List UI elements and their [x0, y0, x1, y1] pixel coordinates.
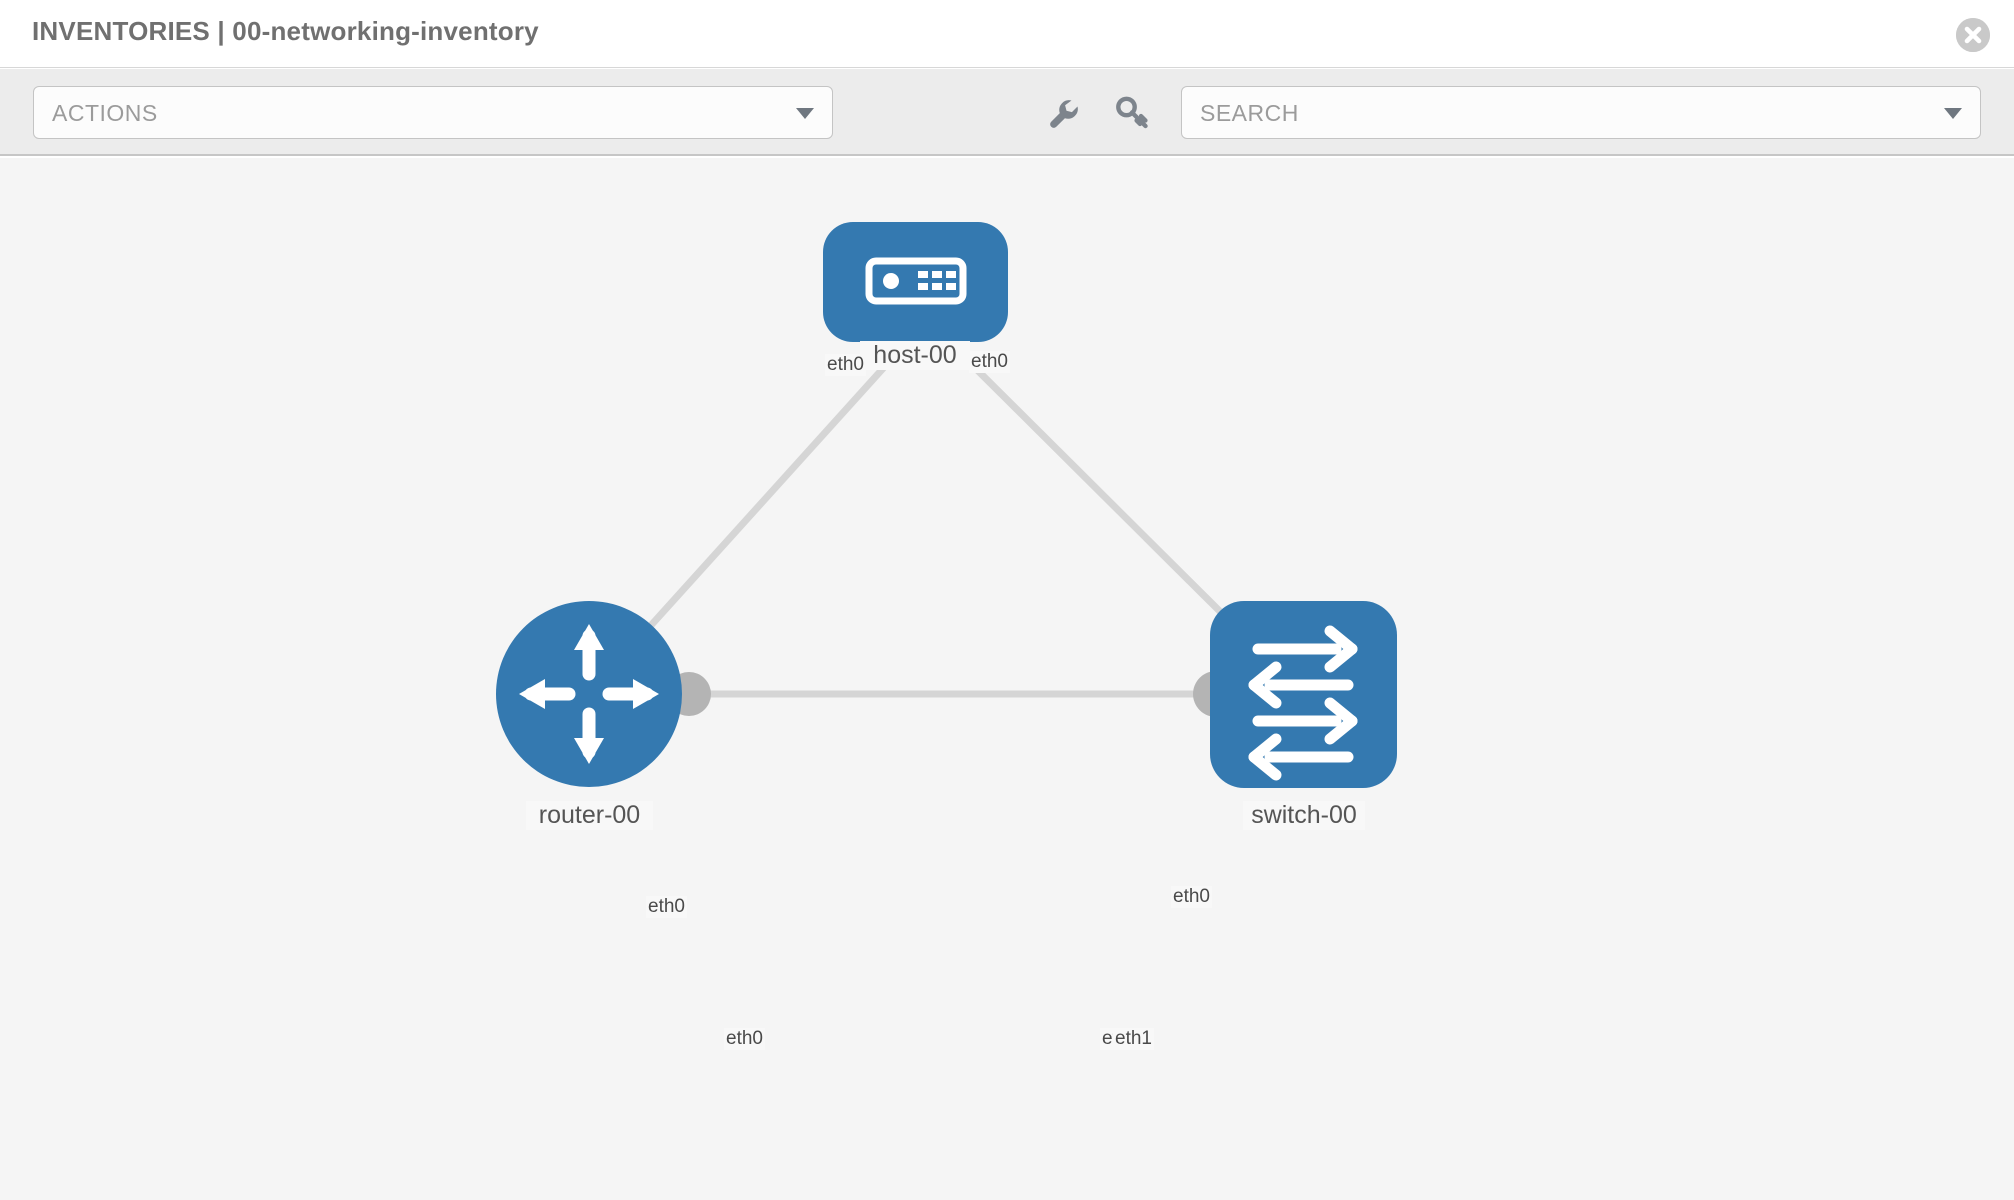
- actions-dropdown[interactable]: ACTIONS: [33, 86, 833, 139]
- topology-canvas[interactable]: host-00 router-00 switch-00 eth0 eth0 et…: [0, 158, 2014, 1200]
- node-switch-00[interactable]: [1210, 601, 1397, 788]
- edge-label-switch00-eth1: eth1: [1113, 1028, 1154, 1050]
- search-input[interactable]: SEARCH: [1181, 86, 1981, 139]
- close-icon[interactable]: [1956, 18, 1990, 52]
- node-host-00[interactable]: [823, 222, 1008, 342]
- node-label-switch-00: switch-00: [1243, 801, 1365, 830]
- actions-dropdown-label: ACTIONS: [52, 100, 158, 126]
- node-router-00[interactable]: [496, 601, 682, 787]
- wrench-icon[interactable]: [1042, 91, 1086, 135]
- edge-label-switch00-eth0-uplink: eth0: [1171, 886, 1212, 908]
- page-title: INVENTORIES | 00-networking-inventory: [32, 16, 539, 46]
- topology-graph: [496, 222, 1397, 788]
- toolbar: ACTIONS SEARCH: [0, 69, 2014, 156]
- node-label-host-00: host-00: [860, 341, 970, 370]
- page-header: INVENTORIES | 00-networking-inventory: [0, 0, 2014, 68]
- search-placeholder: SEARCH: [1200, 100, 1299, 126]
- edge-label-router00-eth0-uplink: eth0: [646, 896, 687, 918]
- edge-label-router00-eth0: eth0: [724, 1028, 765, 1050]
- edge-label-host00-eth0-right: eth0: [969, 351, 1010, 373]
- node-label-router-00: router-00: [526, 801, 653, 830]
- chevron-down-icon: [796, 108, 814, 119]
- key-icon[interactable]: [1110, 91, 1154, 135]
- edge-label-host00-eth0-left: eth0: [825, 354, 866, 376]
- chevron-down-icon: [1944, 108, 1962, 119]
